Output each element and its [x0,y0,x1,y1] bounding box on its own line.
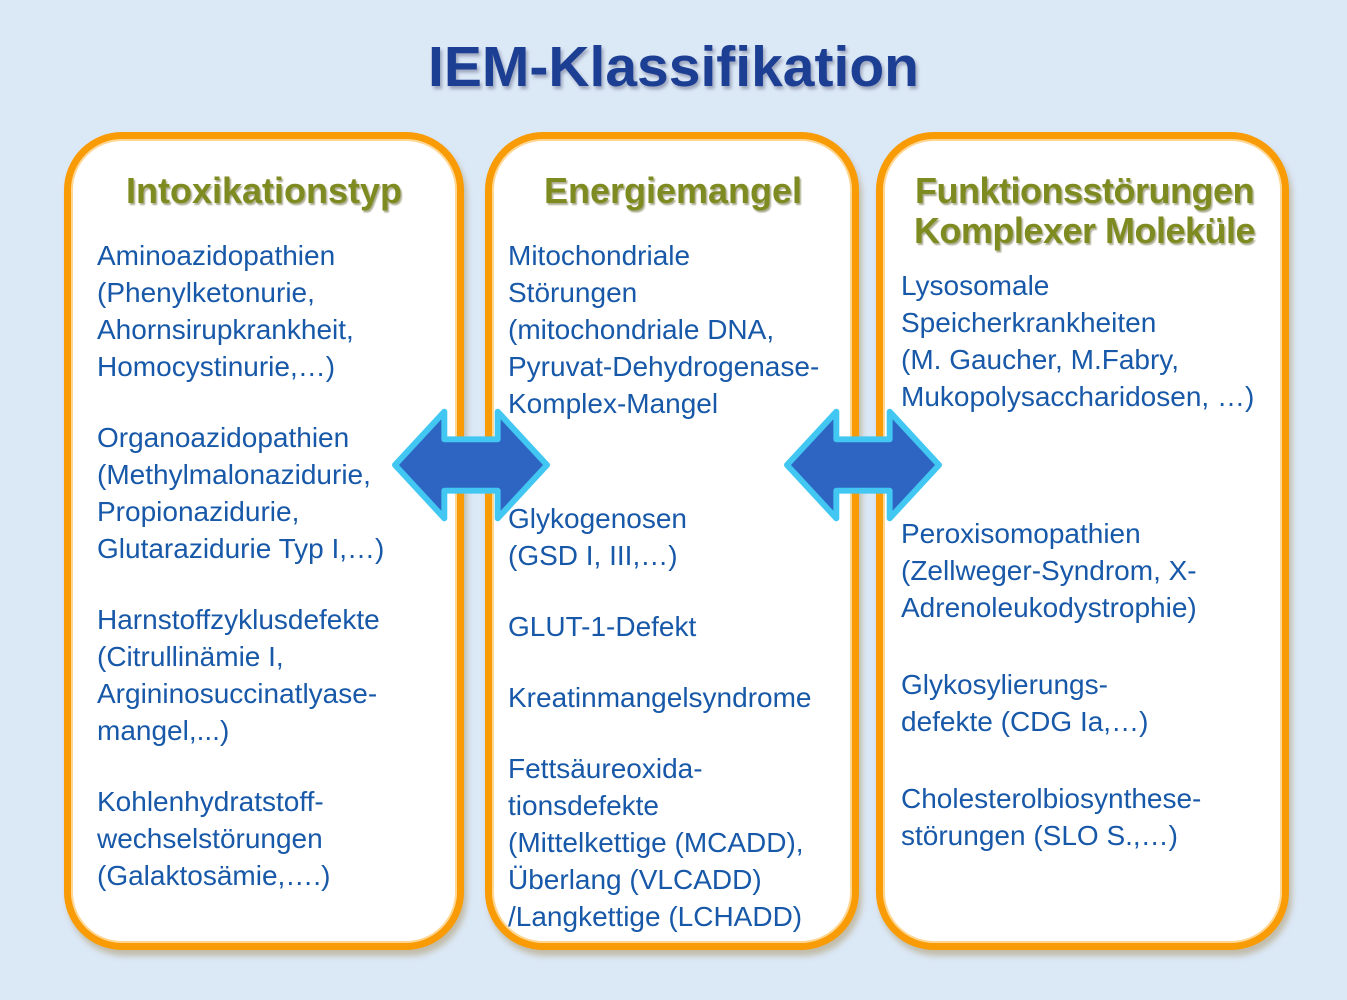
page-title: IEM-Klassifikation [428,35,919,99]
category-box-funktionsstoerungen: Funktionsstörungen Komplexer Moleküle Ly… [876,132,1289,950]
category-box-energiemangel: Energiemangel Mitochondriale Störungen (… [485,132,859,950]
list-item: Lysosomale Speicherkrankheiten (M. Gauch… [901,270,1255,412]
list-item: Mitochondriale Störungen (mitochondriale… [508,240,820,419]
list-item: Kreatinmangelsyndrome [508,682,812,713]
box-heading: Intoxikationstyp [125,170,403,211]
double-arrow-icon [392,408,550,522]
list-item: Cholesterolbiosynthese- störungen (SLO S… [901,783,1202,851]
list-item: Fettsäureoxida- tionsdefekte (Mittelkett… [508,753,804,932]
box-heading: Energiemangel [543,170,803,211]
list-item: Harnstoffzyklusdefekte (Citrullinämie I,… [97,604,380,746]
double-arrow-icon [784,408,942,522]
list-item: GLUT-1-Defekt [508,611,697,642]
box-heading: Funktionsstörungen Komplexer Moleküle [913,170,1256,251]
list-item: Organoazidopathien (Methylmalonazidurie,… [97,422,385,564]
list-item: Glykosylierungs- defekte (CDG Ia,…) [901,669,1149,737]
list-item: Kohlenhydratstoff- wechselstörungen (Gal… [97,786,331,891]
list-item: Glykogenosen (GSD I, III,…) [508,503,688,571]
list-item: Aminoazidopathien (Phenylketonurie, Ahor… [97,240,354,382]
list-item: Peroxisomopathien (Zellweger-Syndrom, X-… [901,518,1197,623]
category-box-intoxikationstyp: Intoxikationstyp Aminoazidopathien (Phen… [64,132,464,950]
